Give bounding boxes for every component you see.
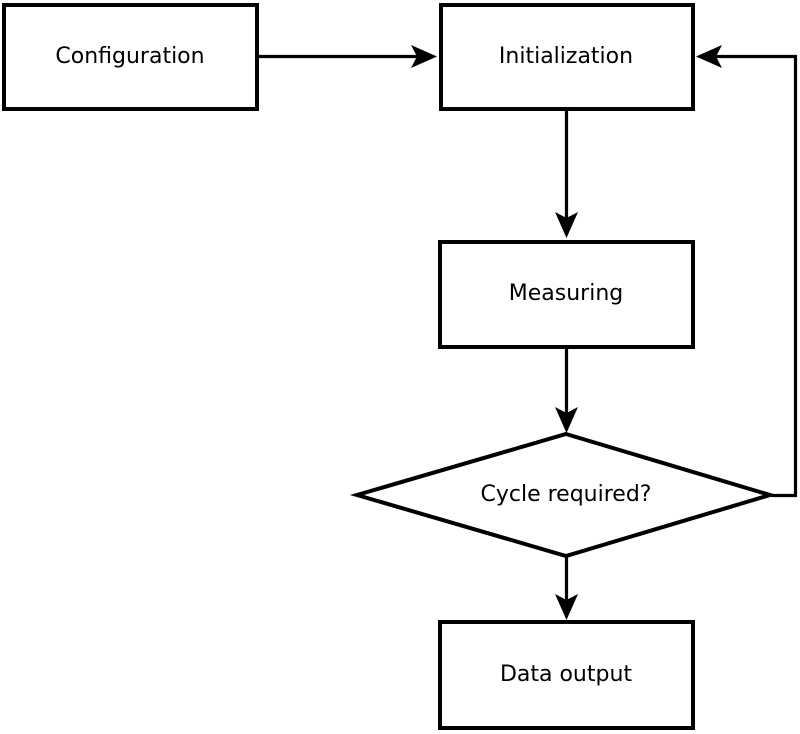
node-measuring-label: Measuring: [509, 281, 623, 306]
node-data-output[interactable]: Data output: [438, 620, 695, 730]
node-cycle-required-diamond[interactable]: [349, 431, 777, 559]
arrowhead-left-into-initialization: [696, 45, 722, 68]
node-configuration-rect[interactable]: [2, 3, 259, 111]
edge-cycle-required-to-data-output: [555, 557, 578, 620]
node-data-output-rect[interactable]: [438, 620, 695, 730]
node-initialization-rect[interactable]: [439, 3, 695, 111]
node-measuring-rect[interactable]: [438, 240, 695, 349]
node-initialization-label: Initialization: [499, 44, 633, 69]
arrowhead-down-into-data-output: [555, 594, 578, 620]
node-configuration-label: Configuration: [55, 44, 204, 69]
edge-initialization-to-measuring: [555, 110, 578, 238]
node-measuring[interactable]: Measuring: [438, 240, 695, 349]
node-configuration[interactable]: Configuration: [2, 3, 259, 111]
node-initialization[interactable]: Initialization: [439, 3, 695, 111]
edge-configuration-to-initialization: [259, 45, 437, 68]
arrowhead-down-into-cycle-required: [555, 407, 578, 433]
node-data-output-label: Data output: [500, 662, 632, 687]
node-cycle-required-label: Cycle required?: [481, 482, 652, 507]
arrowhead-down-into-measuring: [555, 212, 578, 238]
edge-path-feedback-loop: [712, 54, 798, 498]
node-cycle-required[interactable]: Cycle required?: [349, 431, 777, 559]
arrowhead-right-into-initialization: [411, 45, 437, 68]
edge-measuring-to-cycle-required: [555, 348, 578, 433]
edge-cycle-required-to-initialization-feedback: [696, 45, 798, 498]
